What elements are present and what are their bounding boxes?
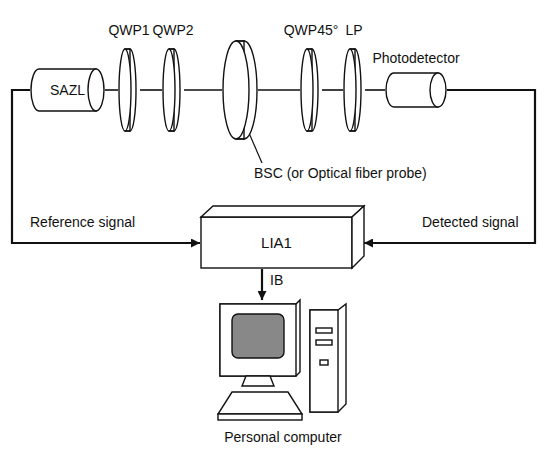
node-label: LIA1 [261,234,292,251]
waveplate: QWP1 [118,48,140,132]
beam-line [258,89,300,91]
beam-line [140,89,162,91]
computer-icon: Personal computer [218,300,348,425]
beam-line [365,89,385,91]
node-label: QWP45° [284,22,339,38]
photodetector-outline [385,72,447,108]
laser-source: SAZL [30,68,105,112]
photodetector: Photodetector [385,72,447,108]
leader-line [249,133,262,163]
beam-line [105,89,118,91]
compensator-disk-outline [222,40,258,140]
node-label: BSC (or Optical fiber probe) [254,165,427,181]
compensator-disk: BSC (or Optical fiber probe) [222,40,258,140]
signal-label: IB [268,272,285,288]
node-label: SAZL [50,82,85,98]
beam-line [322,89,343,91]
waveplate-outline [300,48,322,132]
signal-line [261,269,263,300]
polarizer: LP [343,48,365,132]
lock-in-amplifier: LIA1 [200,205,365,269]
node-label: Personal computer [224,429,342,445]
node-label: QWP2 [152,22,193,38]
beam-line [184,89,222,91]
waveplate: QWP2 [162,48,184,132]
node-label: QWP1 [108,22,149,38]
node-label: Photodetector [372,50,459,66]
signal-label: Reference signal [28,214,137,230]
waveplate-outline [162,48,184,132]
waveplate: QWP45° [300,48,322,132]
waveplate-outline [118,48,140,132]
polarizer-outline [343,48,365,132]
signal-label: Detected signal [420,214,521,230]
computer-icon-outline [218,300,348,425]
node-label: LP [345,22,362,38]
